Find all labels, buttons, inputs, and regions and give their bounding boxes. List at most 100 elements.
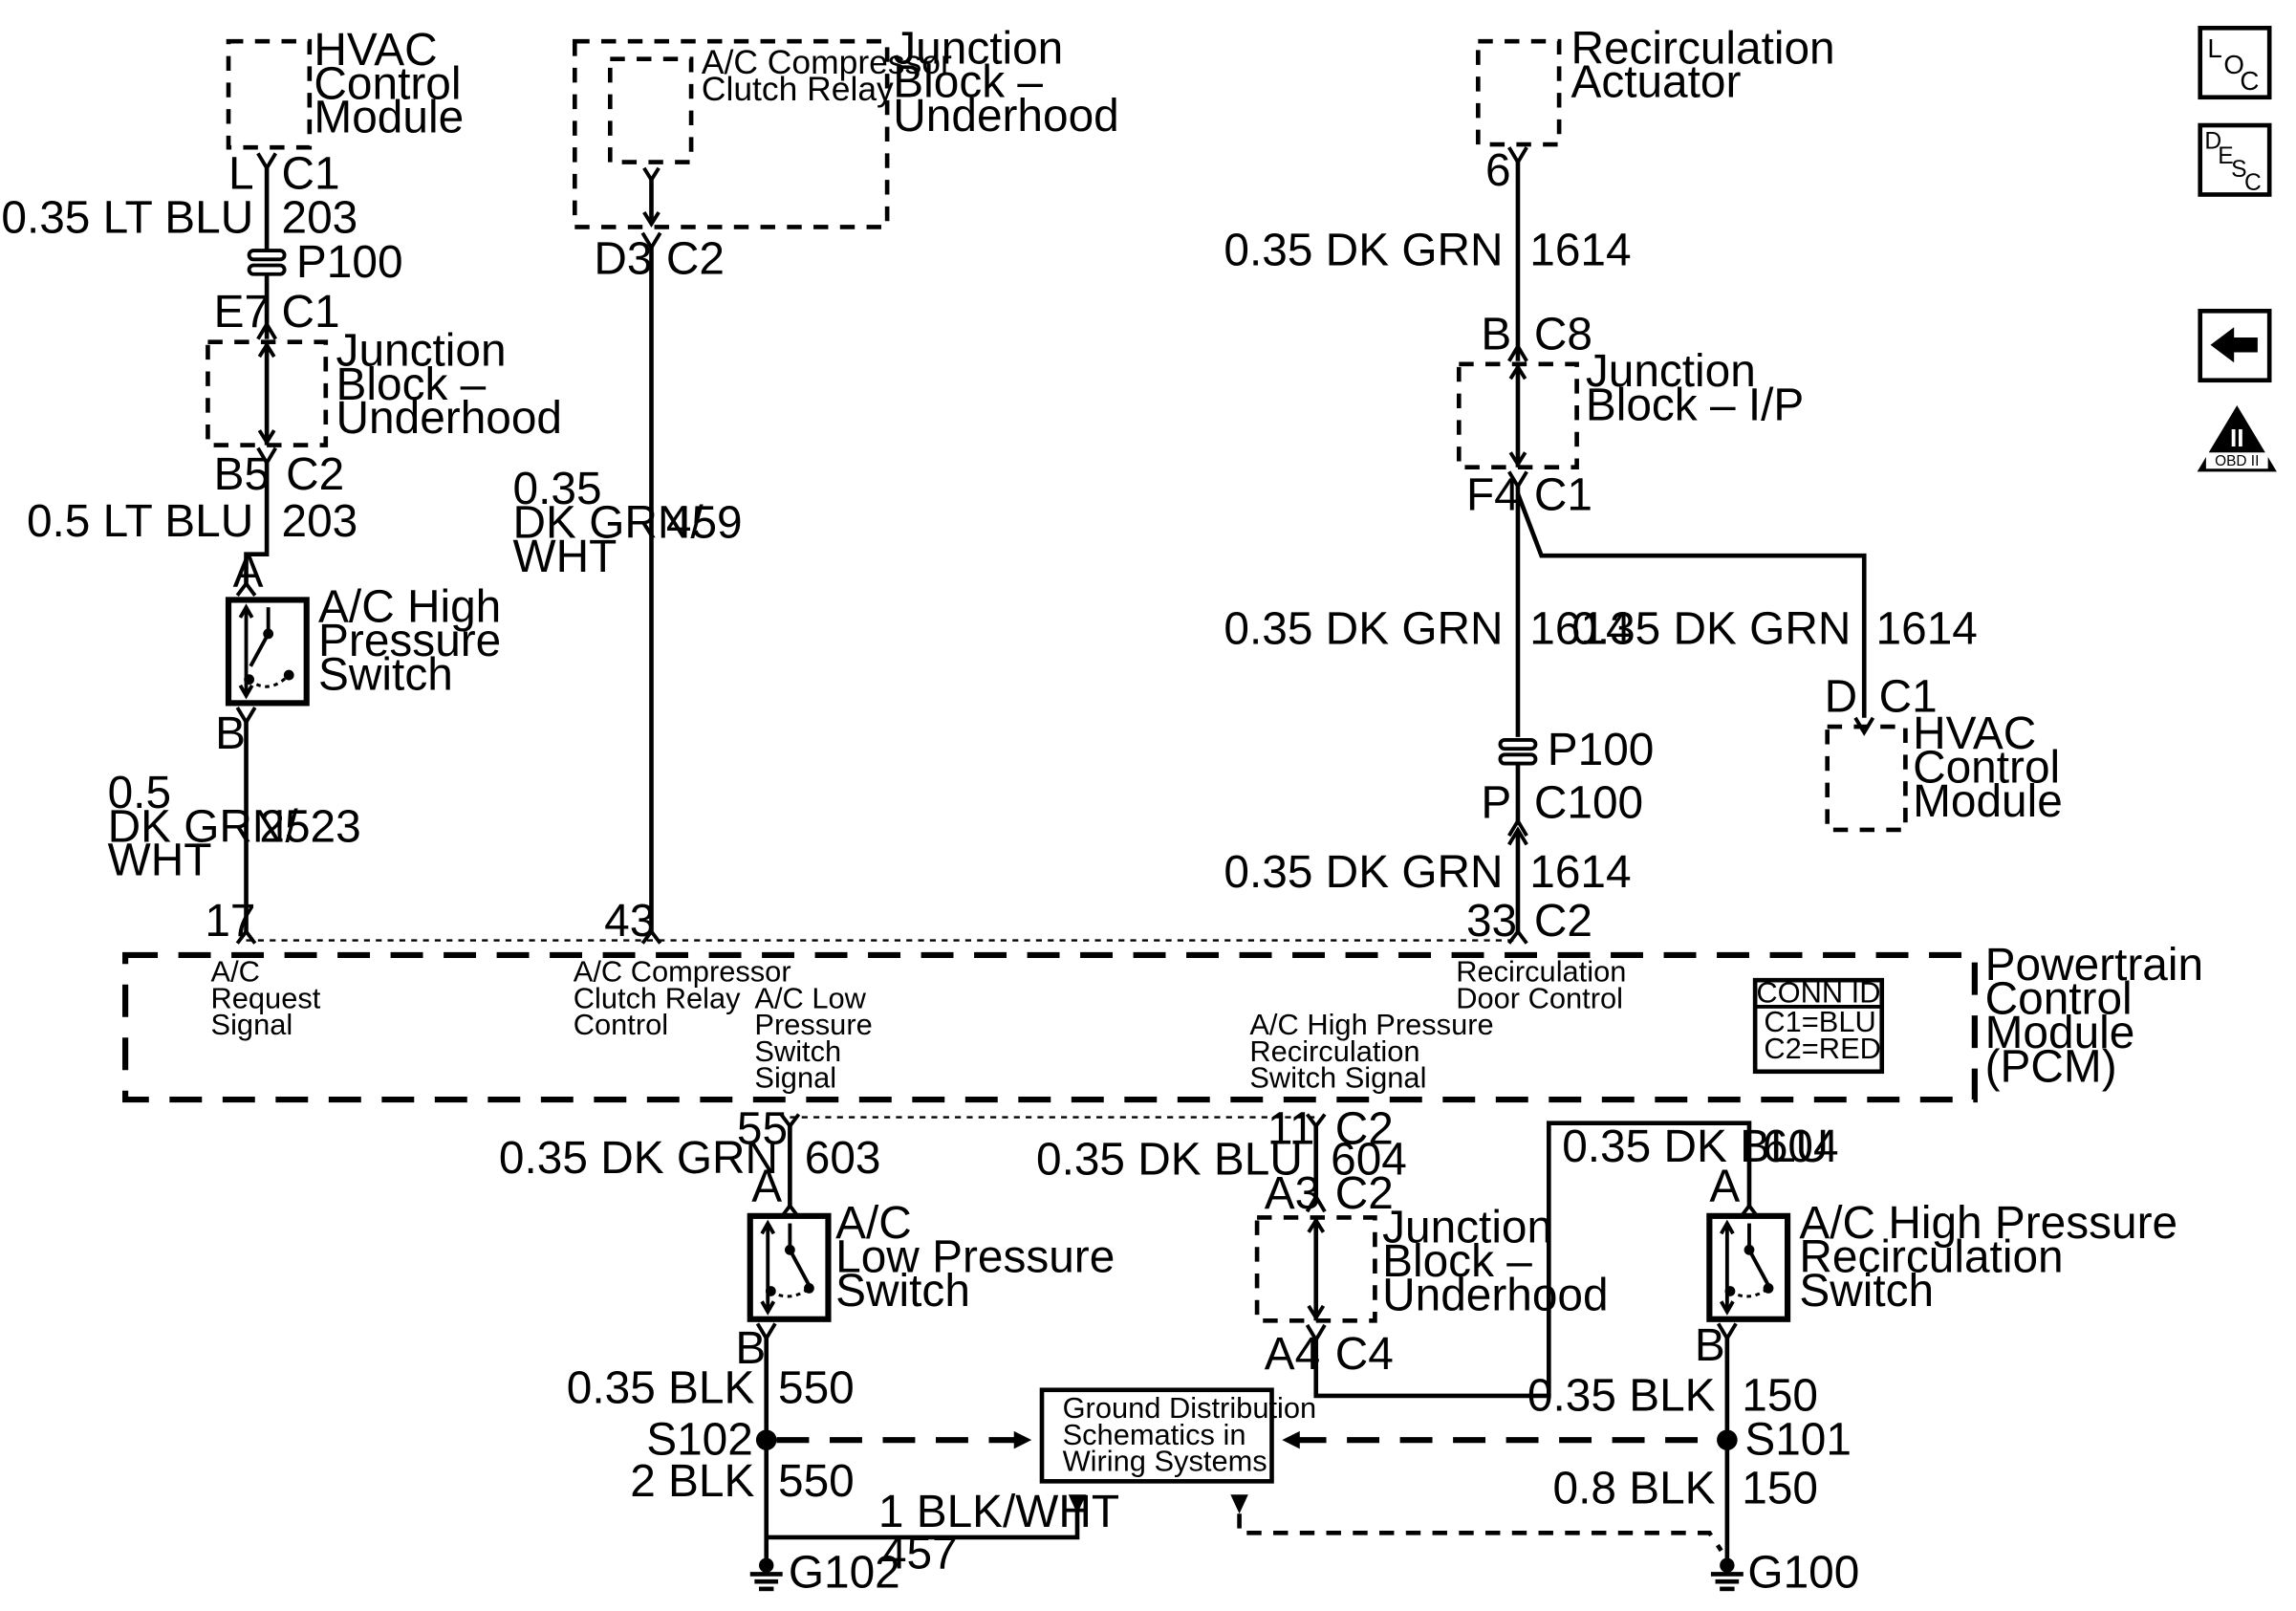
wire-459-circuit: 459 xyxy=(666,498,743,549)
pcm-sig-recirc-1: Recirculation xyxy=(1456,955,1626,989)
g100-label: G100 xyxy=(1747,1547,1859,1598)
c100-conn: C100 xyxy=(1534,778,1643,829)
ground-ref-arrow-right xyxy=(1282,1430,1300,1449)
jbu-left-label-2: Block – xyxy=(336,359,487,410)
recirc-actuator-pin: 6 xyxy=(1485,145,1511,196)
ac-hpr-switch-pin-bot: B xyxy=(1695,1320,1725,1371)
desc-letter-d: D xyxy=(2204,129,2221,155)
jbu-bot-label-2: Block – xyxy=(1382,1236,1532,1287)
hvac-module-top-box xyxy=(226,38,313,150)
wire-603-gauge: 0.35 DK GRN xyxy=(499,1133,778,1184)
ac-hp-switch-label-3: Switch xyxy=(318,649,453,700)
connector-b-c8-symbol xyxy=(1507,342,1528,362)
recirc-actuator-label-2: Actuator xyxy=(1570,57,1741,108)
pcm-conn-11: C2 xyxy=(1335,1103,1394,1154)
powertrain-control-module: 17 43 33 C2 Powertrain Control Module (P… xyxy=(122,896,2203,1154)
g100-ref-line xyxy=(1237,1513,1723,1553)
pcm-box xyxy=(122,951,1978,1103)
wire-1614c-gauge: 0.35 DK GRN xyxy=(1571,604,1851,655)
obd-ii-button[interactable]: II OBD II xyxy=(2197,404,2277,472)
loc-letter-l: L xyxy=(2207,33,2221,63)
pcm-sig-ac-req-1: A/C xyxy=(211,955,260,989)
loc-letter-c: C xyxy=(2240,66,2259,96)
wire-457-gauge: 1 BLK/WHT xyxy=(878,1487,1119,1537)
wire-550a-gauge: 0.35 BLK xyxy=(567,1363,755,1414)
wire-2523-gauge-3: WHT xyxy=(108,836,212,886)
jbu-left-conn-top: C1 xyxy=(282,287,340,337)
ground-box-label-2: Schematics in xyxy=(1063,1418,1246,1451)
jbu-mid-label-3: Underhood xyxy=(893,91,1118,142)
ac-high-pressure-recirculation-switch: A/C High Pressure Recirculation Switch xyxy=(1706,1198,2177,1322)
obd-ii-roman: II xyxy=(2230,424,2244,452)
jbip-pin-bot: F4 xyxy=(1466,469,1520,520)
junction-block-underhood-bottom: Junction Block – Underhood xyxy=(1254,1203,1609,1323)
pcm-sig-ac-req-2: Request xyxy=(211,981,321,1014)
jbu-mid-pin: D3 xyxy=(594,234,652,285)
loc-button[interactable]: L O C xyxy=(2198,25,2272,100)
relay-label-2: Clutch Relay xyxy=(702,70,894,108)
wire-150b-gauge: 0.8 BLK xyxy=(1553,1463,1716,1513)
pcm-pin-11: 11 xyxy=(1267,1103,1315,1154)
desc-button[interactable]: D E S C xyxy=(2198,122,2272,197)
wire-150a-circuit: 150 xyxy=(1742,1370,1818,1421)
conn-id-c2: C2=RED xyxy=(1764,1032,1881,1065)
connector-a3-symbol xyxy=(1305,1193,1327,1213)
wire-459-gauge-3: WHT xyxy=(513,532,617,582)
jbip-label-1: Junction xyxy=(1586,346,1756,397)
wire-457-circuit: 457 xyxy=(881,1528,958,1578)
g102-label: G102 xyxy=(789,1547,900,1598)
wire-604a-circuit: 604 xyxy=(1331,1135,1407,1186)
hvac-right-label-1: HVAC xyxy=(1913,708,2036,759)
wire-1614c-circuit: 1614 xyxy=(1876,604,1978,655)
pcm-title-3: Module xyxy=(1985,1008,2135,1058)
pcm-sig-lp-1: A/C Low xyxy=(754,981,866,1014)
back-arrow-button[interactable] xyxy=(2198,308,2272,383)
hvac-right-conn: C1 xyxy=(1879,672,1938,723)
back-arrow-icon xyxy=(2210,327,2258,363)
hvac-right-label-3: Module xyxy=(1913,776,2063,827)
conn-id-title: CONN ID xyxy=(1756,975,1880,1009)
wire-203-lower-b xyxy=(244,548,270,584)
ground-ref-arrow-left xyxy=(1013,1430,1032,1449)
ground-box-label-1: Ground Distribution xyxy=(1063,1391,1317,1425)
jbu-left-label-3: Underhood xyxy=(336,393,562,444)
wire-203a-gauge: 0.35 LT BLU xyxy=(1,193,253,244)
hvac-top-pin: L xyxy=(228,148,254,199)
pcm-sig-hpr-2: Recirculation xyxy=(1249,1034,1419,1068)
p100-top-label: P100 xyxy=(296,237,403,288)
ac-lp-switch-pin-top: A xyxy=(751,1161,782,1211)
pcm-sig-recirc-2: Door Control xyxy=(1456,981,1623,1014)
desc-letter-s: S xyxy=(2231,157,2246,183)
hvac-top-label-2: Control xyxy=(314,58,461,109)
ground-g102: G102 xyxy=(749,1547,900,1598)
ac-hp-switch-label-2: Pressure xyxy=(318,616,501,666)
hvac-top-label-1: HVAC xyxy=(314,25,437,76)
hvac-control-module-right: HVAC Control Module xyxy=(1825,708,2063,833)
hvac-top-conn: C1 xyxy=(282,148,340,199)
pcm-title-4: (PCM) xyxy=(1985,1042,2117,1093)
pcm-sig-relay-2: Clutch Relay xyxy=(574,981,741,1014)
wire-1614-branch xyxy=(1515,492,1867,718)
c100-pin: P xyxy=(1481,778,1511,829)
pcm-sig-relay-1: A/C Compressor xyxy=(574,955,791,989)
pcm-sig-hpr-3: Switch Signal xyxy=(1249,1061,1426,1095)
wire-150a-gauge: 0.35 BLK xyxy=(1527,1370,1716,1421)
s102-label: S102 xyxy=(646,1415,753,1466)
conn-id-table: CONN ID C1=BLU C2=RED xyxy=(1752,975,1885,1075)
p100-right-label: P100 xyxy=(1548,725,1655,775)
wire-2523-gauge-1: 0.5 xyxy=(108,768,171,818)
wire-604b-circuit: 604 xyxy=(1763,1121,1839,1172)
pcm-title-2: Control xyxy=(1985,974,2133,1025)
p100-right-connector: P100 xyxy=(1498,725,1655,775)
ground-box-label-3: Wiring Systems xyxy=(1063,1445,1267,1478)
wire-2523-circuit: 2523 xyxy=(259,801,360,852)
wire-150b-circuit: 150 xyxy=(1742,1463,1818,1513)
wire-2523-gauge-2: DK GRN/ xyxy=(108,801,299,852)
hvac-right-label-2: Control xyxy=(1913,743,2060,794)
conn-id-c1: C1=BLU xyxy=(1764,1005,1875,1038)
jbu-bot-label-1: Junction xyxy=(1382,1203,1552,1253)
ground-distribution-box[interactable]: Ground Distribution Schematics in Wiring… xyxy=(1039,1387,1317,1484)
wire-1614d-gauge: 0.35 DK GRN xyxy=(1224,847,1503,898)
connector-d-c1-symbol xyxy=(1853,716,1875,736)
recirc-actuator-label-1: Recirculation xyxy=(1570,23,1834,74)
